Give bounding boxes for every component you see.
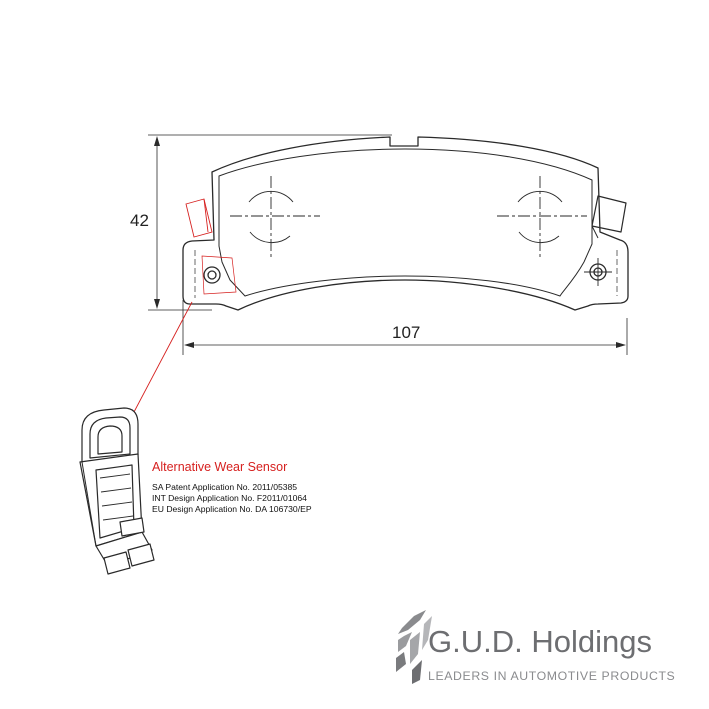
gud-logo-icon [396, 610, 432, 684]
height-dimension-label: 42 [130, 211, 149, 230]
wear-sensor-detail [79, 407, 155, 575]
brand-name: G.U.D. Holdings [428, 624, 652, 659]
width-dimension [182, 300, 628, 355]
width-dimension-label: 107 [392, 323, 420, 342]
patent-int: INT Design Application No. F2011/01064 [152, 493, 307, 503]
pad-sensor-outline [133, 198, 237, 413]
brand-tagline: LEADERS IN AUTOMOTIVE PRODUCTS [428, 669, 675, 683]
height-dimension [148, 134, 392, 311]
sensor-title: Alternative Wear Sensor [152, 460, 287, 474]
patent-sa: SA Patent Application No. 2011/05385 [152, 482, 297, 492]
piston-centre-marks [230, 176, 612, 286]
patent-eu: EU Design Application No. DA 106730/EP [152, 504, 312, 514]
brake-pad-outline [182, 136, 629, 311]
